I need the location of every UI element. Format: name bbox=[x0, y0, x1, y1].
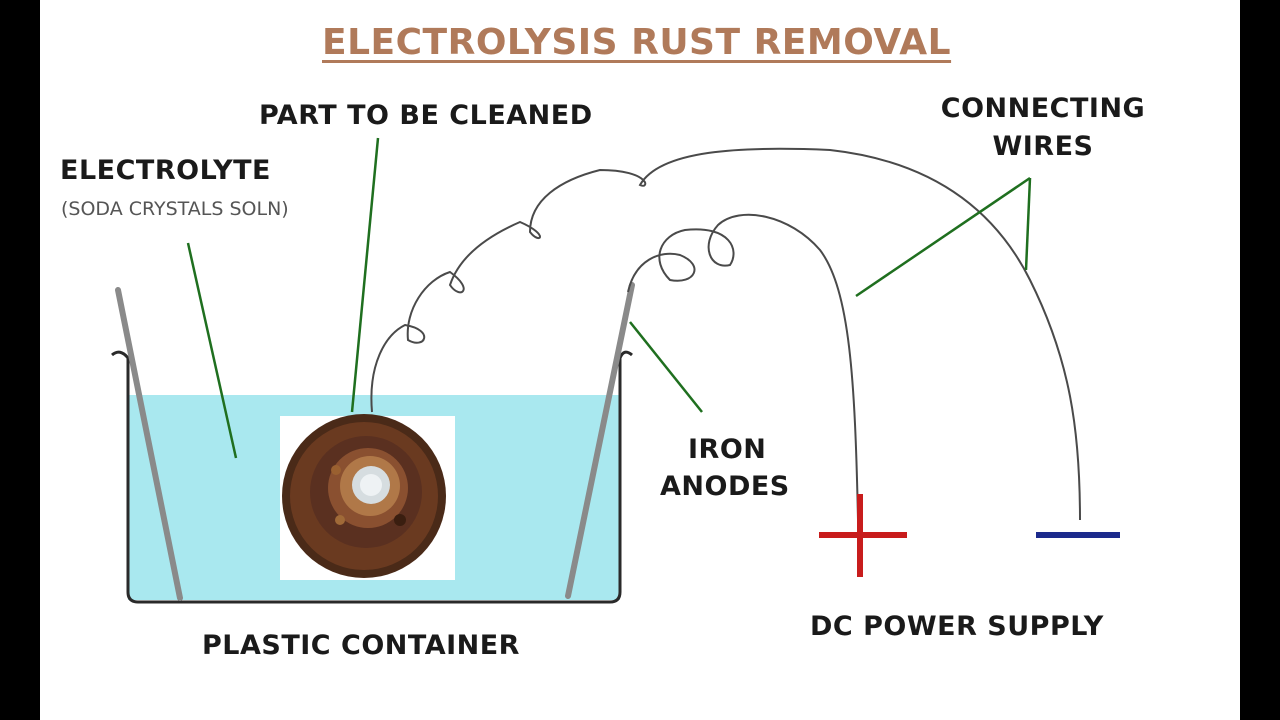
pointer-iron-anodes bbox=[629, 321, 703, 413]
label-plastic-container: PLASTIC CONTAINER bbox=[202, 630, 520, 661]
label-anodes: ANODES bbox=[660, 471, 790, 502]
label-iron: IRON bbox=[688, 434, 767, 465]
iron-anode-right bbox=[565, 282, 635, 599]
positive-terminal bbox=[819, 494, 907, 577]
label-dc-power-supply: DC POWER SUPPLY bbox=[810, 611, 1104, 642]
diagram-graphics bbox=[111, 137, 1120, 604]
plastic-container bbox=[111, 350, 633, 604]
label-part-to-be-cleaned: PART TO BE CLEANED bbox=[259, 100, 593, 131]
label-wires: WIRES bbox=[992, 131, 1094, 162]
diagram-title: ELECTROLYSIS RUST REMOVAL bbox=[322, 22, 952, 63]
pointer-electrolyte bbox=[186, 242, 238, 459]
pointer-lines bbox=[186, 137, 1032, 459]
wire-anode-to-positive bbox=[627, 213, 859, 521]
rusty-disc-part bbox=[280, 414, 455, 580]
label-connecting: CONNECTING bbox=[940, 93, 1146, 124]
pointer-wire-left bbox=[855, 176, 1031, 298]
label-electrolyte: ELECTROLYTE bbox=[60, 155, 271, 186]
diagram-canvas: ELECTROLYSIS RUST REMOVAL PART TO BE CLE… bbox=[40, 0, 1240, 720]
label-electrolyte-solution: (SODA CRYSTALS SOLN) bbox=[61, 198, 289, 220]
iron-anode-left bbox=[115, 287, 183, 601]
pointer-wire-right bbox=[1024, 177, 1032, 271]
pointer-part bbox=[350, 137, 380, 413]
